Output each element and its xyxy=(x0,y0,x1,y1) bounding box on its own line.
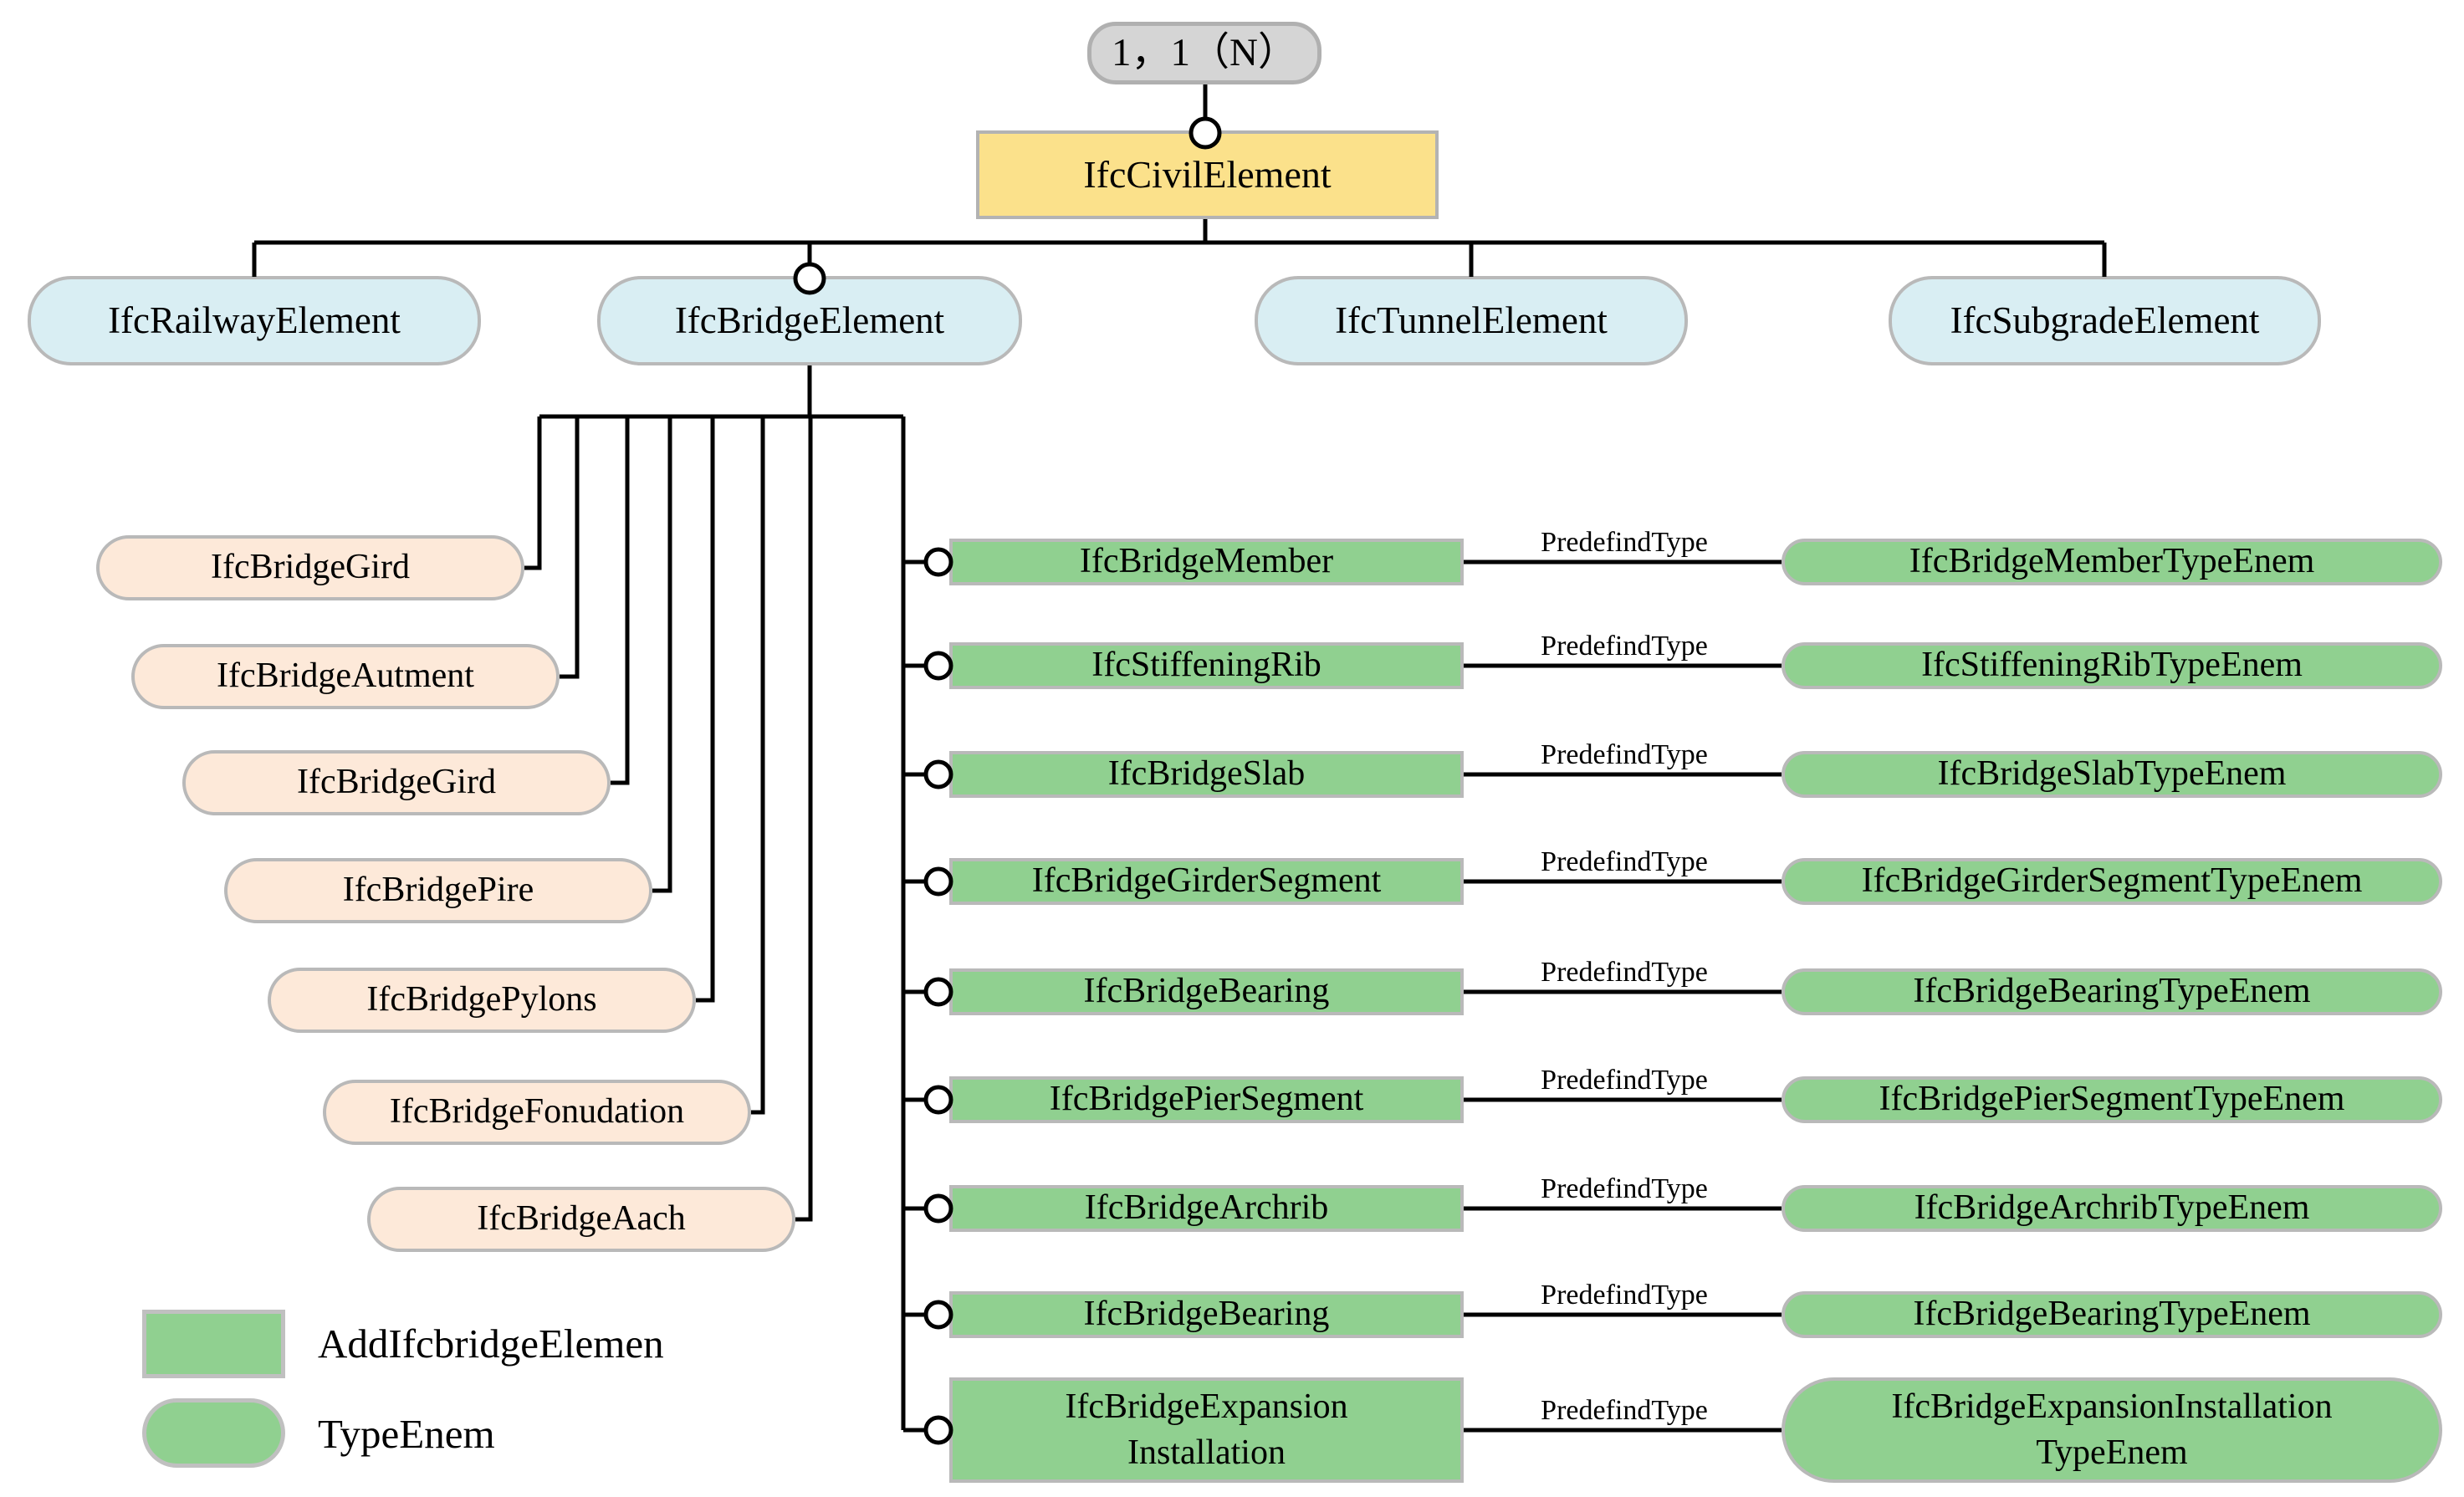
relation-label: PredefindType xyxy=(1541,739,1708,770)
node-ifcbridgepire: IfcBridgePire xyxy=(224,858,652,923)
node-ifcbridgearchribtypeenem: IfcBridgeArchribTypeEnem xyxy=(1782,1185,2442,1232)
node-ifccivilelement: IfcCivilElement xyxy=(976,130,1439,219)
node-ifcbridgepylons: IfcBridgePylons xyxy=(268,968,696,1033)
node-ifcrailwayelement: IfcRailwayElement xyxy=(28,276,481,365)
node-ifcbridgebearingtypeenem-2: IfcBridgeBearingTypeEnem xyxy=(1782,1291,2442,1338)
node-ifcbridgepiersegment: IfcBridgePierSegment xyxy=(949,1076,1464,1123)
node-ifcstiffeningrib: IfcStiffeningRib xyxy=(949,642,1464,689)
legend-typeenum-label: TypeEnem xyxy=(318,1411,495,1457)
legend-entity-swatch xyxy=(142,1310,285,1378)
node-ifcbridgebearing-1: IfcBridgeBearing xyxy=(949,968,1464,1015)
legend-entity-label: AddIfcbridgeElemen xyxy=(318,1321,664,1367)
node-ifcbridgeaach: IfcBridgeAach xyxy=(367,1187,795,1252)
relation-label: PredefindType xyxy=(1541,1173,1708,1204)
node-ifcbridgegird-1: IfcBridgeGird xyxy=(96,535,524,600)
node-ifcbridgebearing-2: IfcBridgeBearing xyxy=(949,1291,1464,1338)
node-ifcbridgegird-2: IfcBridgeGird xyxy=(182,750,611,815)
node-ifcbridgeslabtypeenem: IfcBridgeSlabTypeEnem xyxy=(1782,751,2442,798)
node-ifcbridgeslab: IfcBridgeSlab xyxy=(949,751,1464,798)
relation-label: PredefindType xyxy=(1541,846,1708,877)
relation-label: PredefindType xyxy=(1541,1065,1708,1096)
node-ifcbridgegirdersegment: IfcBridgeGirderSegment xyxy=(949,858,1464,905)
node-ifcsubgradeelement: IfcSubgradeElement xyxy=(1889,276,2321,365)
node-ifcbridgemember: IfcBridgeMember xyxy=(949,539,1464,585)
relation-label: PredefindType xyxy=(1541,631,1708,662)
relation-label: PredefindType xyxy=(1541,1395,1708,1426)
node-ifcbridgemembertypeenem: IfcBridgeMemberTypeEnem xyxy=(1782,539,2442,585)
cardinality-node: 1，1（N） xyxy=(1087,22,1321,84)
node-ifcbridgegirdersegmenttypeenem: IfcBridgeGirderSegmentTypeEnem xyxy=(1782,858,2442,905)
relation-label: PredefindType xyxy=(1541,957,1708,988)
node-ifcbridgeexpansioninstallation: IfcBridgeExpansion Installation xyxy=(949,1377,1464,1483)
relation-label: PredefindType xyxy=(1541,527,1708,558)
legend-typeenum-swatch xyxy=(142,1398,285,1468)
node-ifcbridgeelement: IfcBridgeElement xyxy=(597,276,1022,365)
node-ifcstiffeningribtypeenem: IfcStiffeningRibTypeEnem xyxy=(1782,642,2442,689)
node-ifcbridgepiersegmenttypeenem: IfcBridgePierSegmentTypeEnem xyxy=(1782,1076,2442,1123)
node-ifcbridgefonudation: IfcBridgeFonudation xyxy=(323,1080,751,1145)
relation-label: PredefindType xyxy=(1541,1280,1708,1311)
node-ifctunnelelement: IfcTunnelElement xyxy=(1255,276,1688,365)
node-ifcbridgeexpansioninstallationtypeenem: IfcBridgeExpansionInstallation TypeEnem xyxy=(1782,1377,2442,1483)
node-ifcbridgeautment: IfcBridgeAutment xyxy=(131,644,560,709)
node-ifcbridgebearingtypeenem-1: IfcBridgeBearingTypeEnem xyxy=(1782,968,2442,1015)
node-ifcbridgearchrib: IfcBridgeArchrib xyxy=(949,1185,1464,1232)
